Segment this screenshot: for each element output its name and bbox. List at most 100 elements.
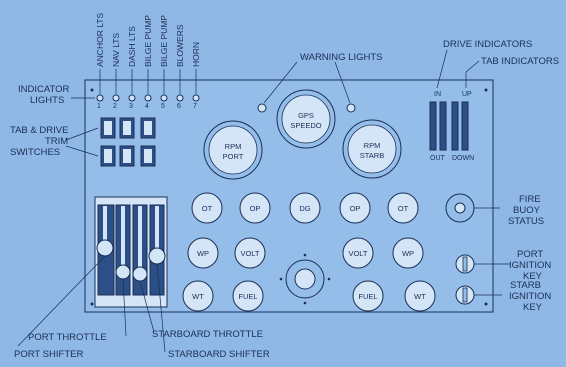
- switch-label: BILGE PUMP: [159, 15, 169, 67]
- port-shifter-knob[interactable]: [96, 239, 114, 257]
- gauge-label: OP: [250, 204, 261, 213]
- drive-indicators-label: DRIVE INDICATORS: [443, 39, 532, 50]
- gauge-fuel: [352, 280, 384, 312]
- gauge-gps-speedo: GPS SPEEDO: [276, 89, 336, 149]
- starboard-throttle-label: STARBOARD THROTTLE: [152, 329, 263, 340]
- switch-leaders: [99, 69, 197, 94]
- indicator-light: [160, 94, 168, 102]
- switch-number: 1: [97, 103, 101, 110]
- port-ignition-key[interactable]: [455, 254, 475, 274]
- panel-screw: [90, 302, 94, 306]
- gauge-label: VOLT: [348, 249, 367, 258]
- gauge-volt: [342, 237, 374, 269]
- gauge-label: WP: [402, 249, 414, 258]
- gauge-label: WT: [192, 292, 204, 301]
- throttle-leaders: [17, 255, 166, 353]
- trim-switches-label: SWITCHES: [10, 147, 60, 158]
- gauge-label: OT: [202, 204, 213, 213]
- throttle-assembly: [94, 196, 168, 308]
- indicator-light: [192, 94, 200, 102]
- switch-label: DASH LTS: [127, 26, 137, 67]
- gauge-label: RPM: [364, 141, 381, 150]
- starb-ignition-label: IGNITION: [509, 291, 551, 302]
- fire-buoy-label: BUOY: [513, 205, 541, 216]
- gauge-label: PORT: [223, 152, 244, 161]
- gauge-label: VOLT: [240, 249, 259, 258]
- gauge-wt: [182, 280, 214, 312]
- drive-indicator-bar: [429, 101, 437, 151]
- indicator-lights: [96, 94, 200, 102]
- gauge-wp: [187, 237, 219, 269]
- switch-number: 7: [193, 103, 197, 110]
- switch-label: ANCHOR LTS: [95, 13, 105, 67]
- panel-screw: [90, 88, 94, 92]
- out-label: OUT: [430, 155, 446, 162]
- gauge-label: SPEEDO: [290, 121, 321, 130]
- gauge-label: WP: [197, 249, 209, 258]
- starb-ignition-label: STARB: [510, 280, 541, 291]
- tab-indicators-label: TAB INDICATORS: [481, 56, 559, 67]
- gauge-op: [339, 192, 371, 224]
- gauge-dg: [289, 192, 321, 224]
- indicator-light: [176, 94, 184, 102]
- port-throttle-knob[interactable]: [115, 264, 131, 280]
- gauge-label: RPM: [225, 142, 242, 151]
- drive-indicator-bar: [439, 101, 447, 151]
- switch-label: NAV LTS: [111, 33, 121, 67]
- starboard-shifter-label: STARBOARD SHIFTER: [168, 349, 270, 360]
- gauge-ot: [191, 192, 223, 224]
- switch-label-group: ANCHOR LTS NAV LTS DASH LTS BILGE PUMP B…: [95, 13, 201, 67]
- switch-label: HORN: [191, 42, 201, 67]
- gauge-wt: [404, 280, 436, 312]
- gauge-label: OP: [350, 204, 361, 213]
- indicator-light: [112, 94, 120, 102]
- gauge-label: STARB: [360, 151, 384, 160]
- port-ignition-label: PORT: [517, 249, 543, 260]
- gauge-wp: [392, 237, 424, 269]
- down-label: DOWN: [452, 155, 474, 162]
- switch-number: 4: [145, 103, 149, 110]
- gauge-rpm-port: RPM PORT: [203, 120, 263, 180]
- gauge-label: FUEL: [238, 292, 257, 301]
- trim-switches: [100, 117, 156, 167]
- trim-switches-label: TRIM: [45, 136, 68, 147]
- gauge-label: DG: [299, 204, 310, 213]
- gauge-label: GPS: [298, 111, 314, 120]
- gauge-row-1: OT OP DG OP OT: [191, 192, 419, 224]
- gauge-label: WT: [414, 292, 426, 301]
- gauge-label: OT: [398, 204, 409, 213]
- fire-buoy-label: FIRE: [519, 194, 541, 205]
- switch-number: 3: [129, 103, 133, 110]
- indicator-light: [144, 94, 152, 102]
- panel-screw: [484, 302, 488, 306]
- gauge-op: [239, 192, 271, 224]
- port-throttle-label: PORT THROTTLE: [28, 332, 107, 343]
- starb-ignition-key[interactable]: [455, 285, 475, 305]
- gauge-row-2: WP VOLT VOLT WP: [187, 237, 424, 269]
- tab-indicator-bar: [461, 101, 469, 151]
- indicator-lights-label: INDICATOR: [18, 84, 70, 95]
- starboard-throttle-knob[interactable]: [132, 266, 148, 282]
- switch-label: BILGE PUMP: [143, 15, 153, 67]
- fire-buoy-label: STATUS: [508, 216, 544, 227]
- warning-lights-label: WARNING LIGHTS: [300, 52, 383, 63]
- gauge-volt: [234, 237, 266, 269]
- in-label: IN: [434, 91, 441, 98]
- trim-switches-label: TAB & DRIVE: [10, 125, 68, 136]
- gauge-ot: [387, 192, 419, 224]
- switch-number: 5: [161, 103, 165, 110]
- starboard-shifter-knob[interactable]: [148, 247, 166, 265]
- indicator-lights-label: LIGHTS: [30, 95, 64, 106]
- indicator-light: [128, 94, 136, 102]
- switch-numbers: 1 2 3 4 5 6 7: [97, 103, 197, 110]
- panel-screw: [484, 88, 488, 92]
- port-ignition-label: IGNITION: [509, 260, 551, 271]
- port-ignition-label: KEY: [523, 271, 543, 282]
- switch-number: 6: [177, 103, 181, 110]
- starb-ignition-label: KEY: [523, 302, 543, 313]
- gauge-fuel: [232, 280, 264, 312]
- drive-indicator-bars: [429, 101, 469, 151]
- switch-number: 2: [113, 103, 117, 110]
